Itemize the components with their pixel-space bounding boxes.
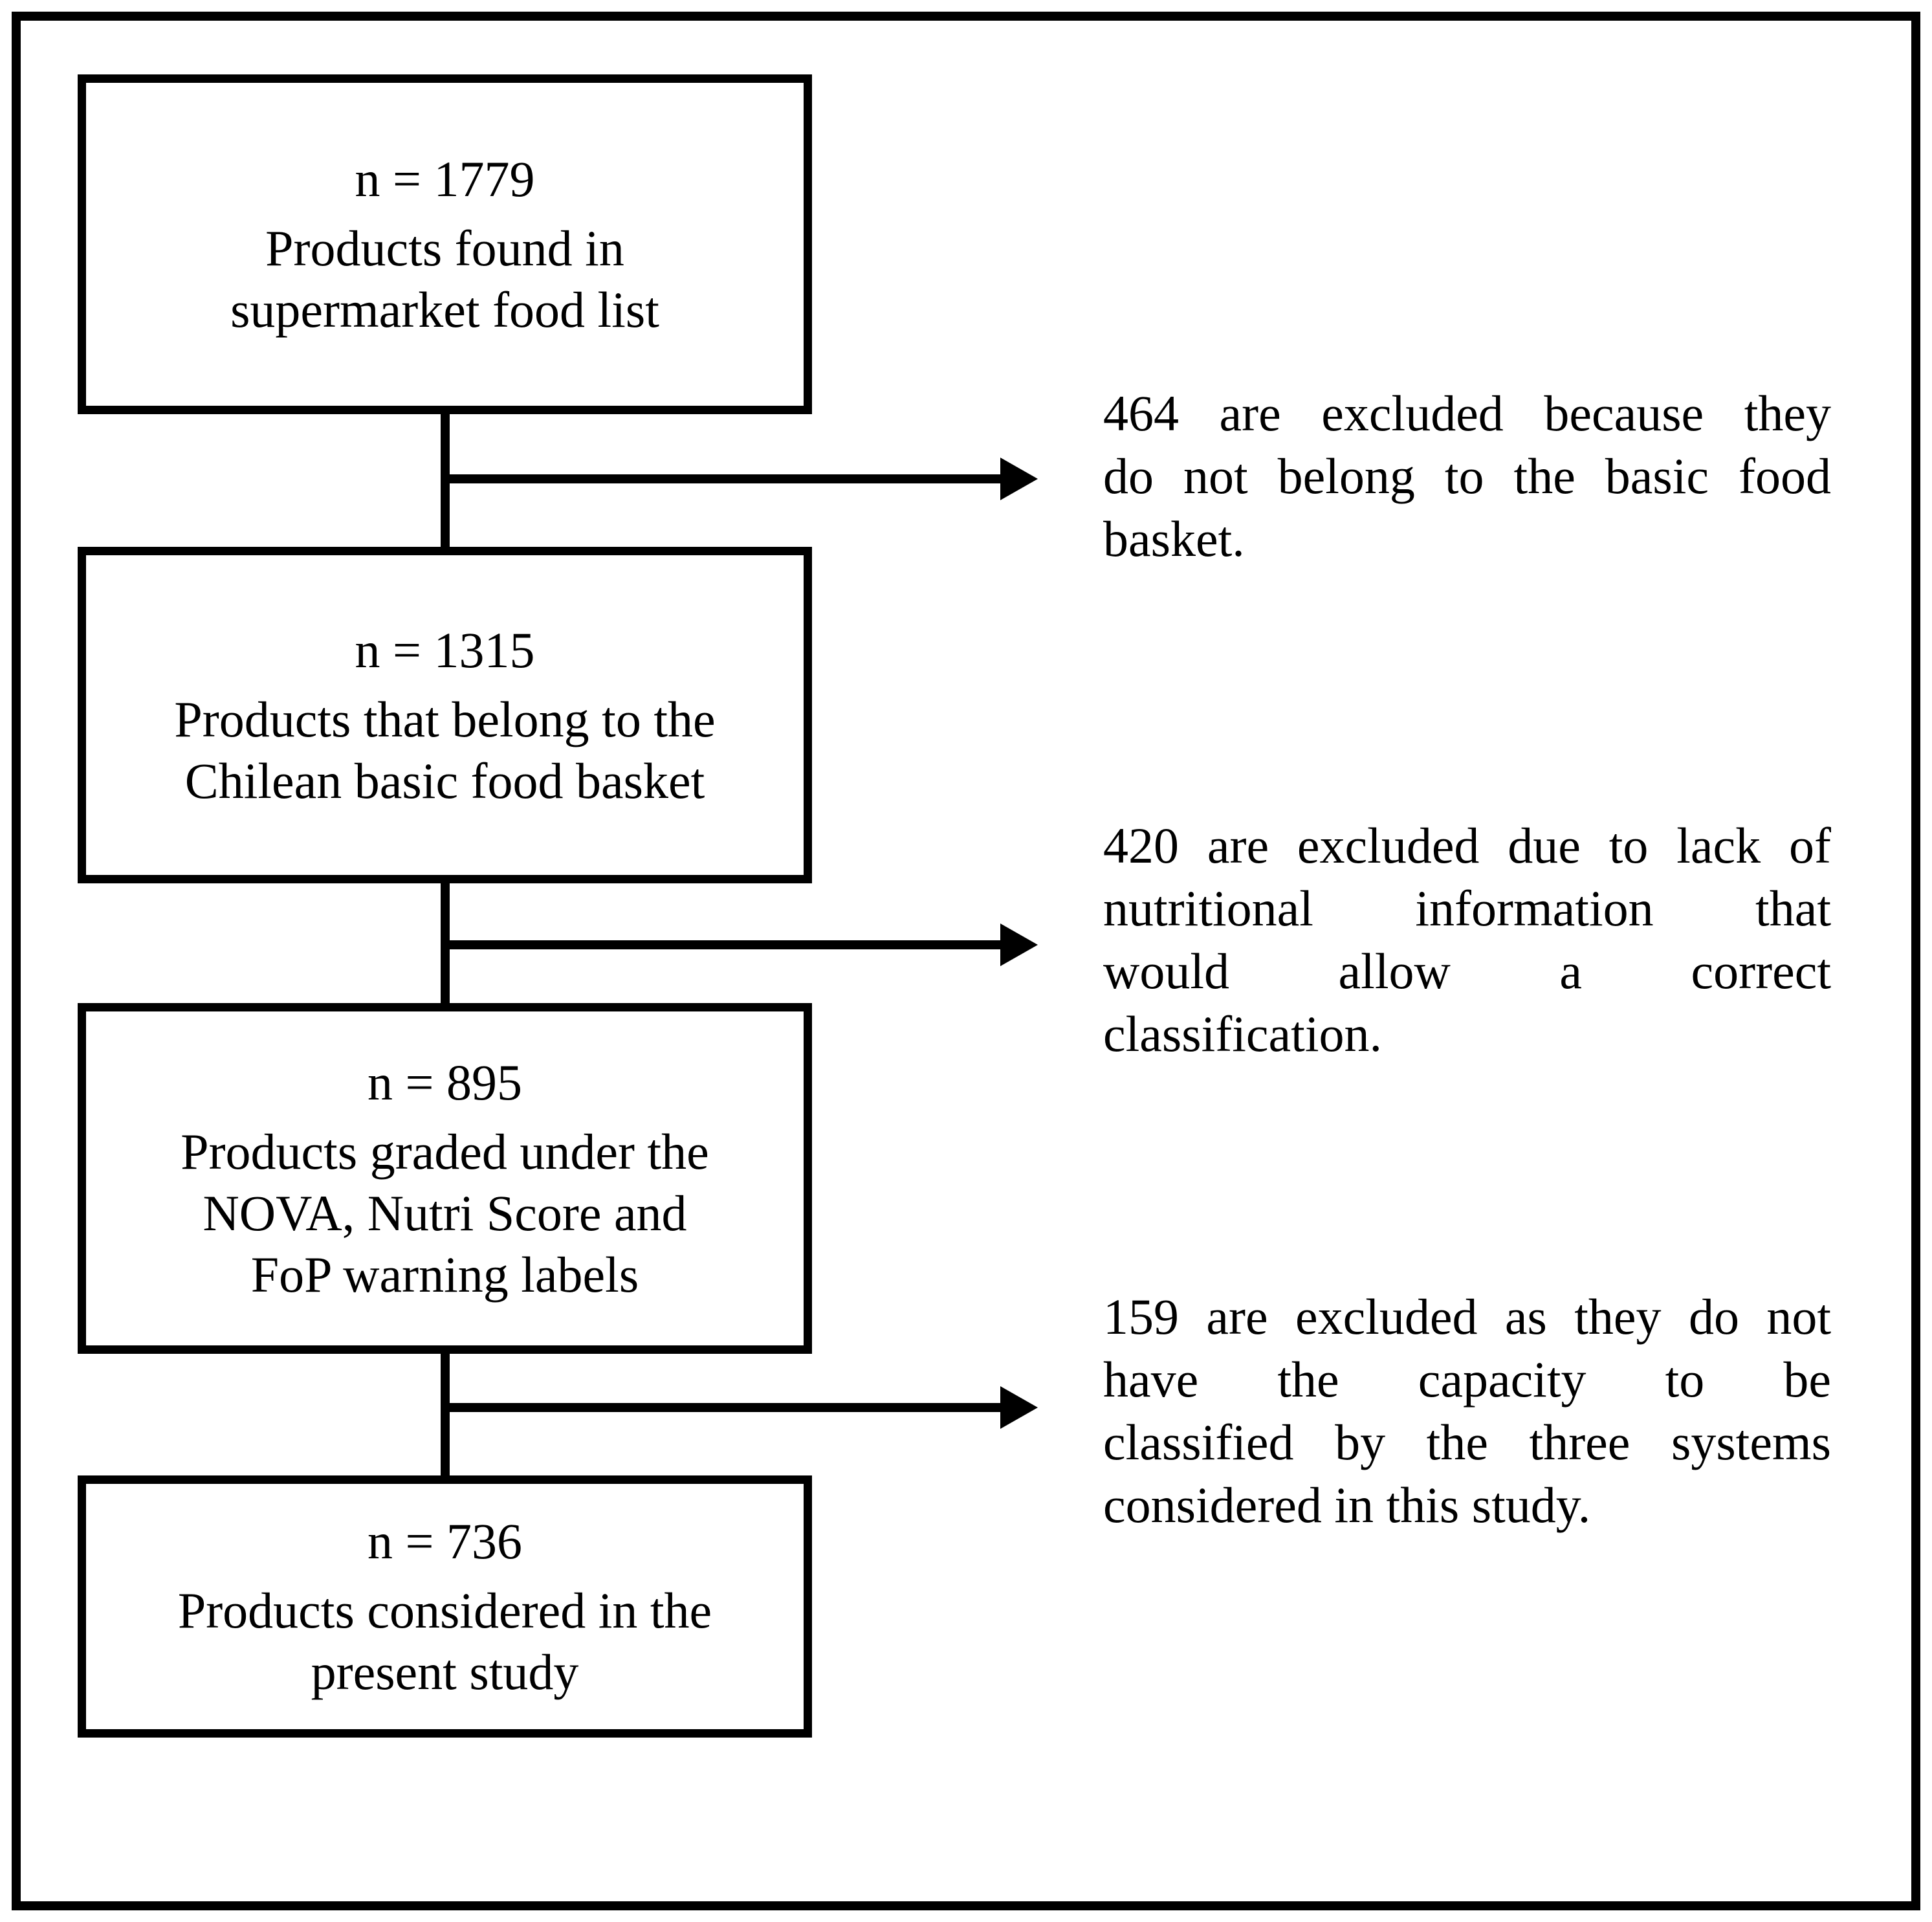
exclusion-note-1: 464 are excluded because they do not bel… bbox=[1103, 382, 1831, 570]
exclusion-arrow-shaft-1 bbox=[441, 474, 1002, 483]
box-count-label: n = 1315 bbox=[355, 621, 535, 678]
exclusion-note-line: 420 are excluded due to lack of bbox=[1103, 817, 1831, 874]
flow-box-4: n = 736 Products considered in the prese… bbox=[78, 1475, 812, 1738]
exclusion-note-line: classified by the three systems bbox=[1103, 1414, 1831, 1470]
connector-vertical-3 bbox=[441, 1351, 450, 1479]
box-description-line: Products graded under the bbox=[181, 1123, 709, 1180]
exclusion-note-2: 420 are excluded due to lack of nutritio… bbox=[1103, 814, 1831, 1065]
box-description-line: FoP warning labels bbox=[250, 1246, 639, 1303]
exclusion-note-3: 159 are excluded as they do not have the… bbox=[1103, 1285, 1831, 1536]
exclusion-arrow-shaft-3 bbox=[441, 1403, 1002, 1412]
box-description-line: Products found in bbox=[265, 220, 624, 276]
box-count-label: n = 1779 bbox=[355, 151, 535, 207]
box-description-line: NOVA, Nutri Score and bbox=[203, 1185, 687, 1241]
arrowhead-right-icon bbox=[1000, 1386, 1038, 1429]
arrowhead-right-icon bbox=[1000, 458, 1038, 500]
box-description-line: Chilean basic food basket bbox=[184, 752, 705, 809]
flow-box-1: n = 1779 Products found in supermarket f… bbox=[78, 74, 812, 414]
box-count-label: n = 736 bbox=[368, 1513, 522, 1569]
box-description-line: Products that belong to the bbox=[174, 690, 716, 747]
figure-border bbox=[12, 12, 1920, 1910]
exclusion-note-line: nutritional information that bbox=[1103, 880, 1831, 936]
box-description-line: supermarket food list bbox=[230, 282, 659, 338]
box-description-line: present study bbox=[311, 1644, 579, 1700]
exclusion-note-line: basket. bbox=[1103, 511, 1245, 567]
exclusion-note-line: considered in this study. bbox=[1103, 1477, 1591, 1533]
exclusion-note-line: 159 are excluded as they do not bbox=[1103, 1288, 1831, 1345]
flow-box-3: n = 895 Products graded under the NOVA, … bbox=[78, 1003, 812, 1354]
exclusion-note-line: have the capacity to be bbox=[1103, 1351, 1831, 1408]
box-count-label: n = 895 bbox=[368, 1054, 522, 1110]
exclusion-note-line: 464 are excluded because they bbox=[1103, 385, 1831, 441]
box-description-line: Products considered in the bbox=[177, 1582, 712, 1639]
exclusion-note-line: classification. bbox=[1103, 1006, 1383, 1062]
arrowhead-right-icon bbox=[1000, 923, 1038, 966]
flow-box-2: n = 1315 Products that belong to the Chi… bbox=[78, 547, 812, 883]
exclusion-note-line: do not belong to the basic food bbox=[1103, 448, 1831, 504]
exclusion-note-line: would allow a correct bbox=[1103, 943, 1831, 999]
exclusion-arrow-shaft-2 bbox=[441, 940, 1002, 949]
